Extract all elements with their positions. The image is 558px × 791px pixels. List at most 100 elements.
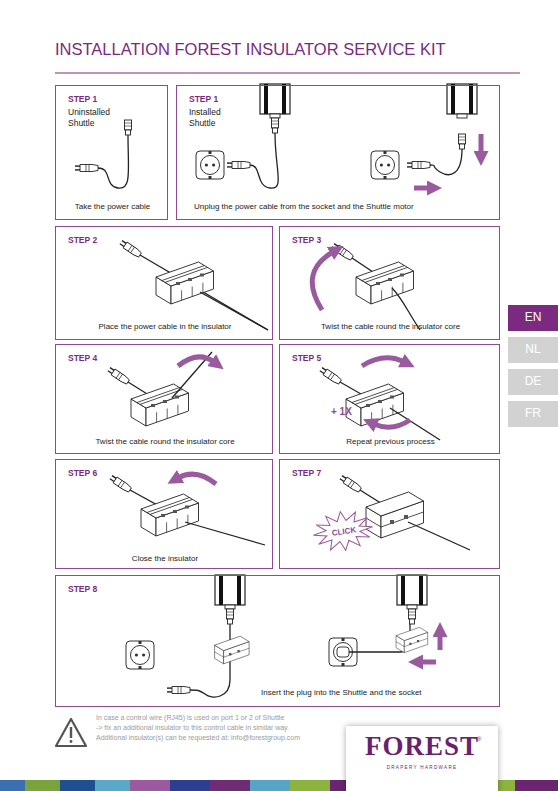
step1-installed-art	[196, 151, 224, 179]
colour-stripe	[60, 780, 95, 791]
step-panel: STEP 2 Place the power cable in the insul…	[55, 226, 273, 340]
step2-art	[119, 239, 142, 258]
step7-art	[408, 522, 470, 550]
step-heading: STEP 8	[68, 584, 148, 595]
step1-installed-art	[227, 162, 250, 169]
colour-stripe	[95, 780, 130, 791]
step-caption: Twist the cable round the insulator core	[56, 437, 274, 447]
step1-installed-art	[260, 84, 290, 118]
step-heading: STEP 1	[68, 94, 148, 105]
step7-art	[339, 474, 362, 493]
language-tab-label: EN	[508, 310, 558, 325]
brand-logo: FOREST® DRAPERY HARDWARE	[346, 726, 498, 791]
note-text: In case a control wire (RJ45) is used on…	[96, 714, 284, 722]
colour-stripe	[25, 780, 60, 791]
step-panel: STEP 5 + 1X Repeat previous process	[279, 344, 500, 454]
step8-art	[409, 609, 416, 624]
step7-art	[366, 492, 424, 538]
click-burst	[311, 507, 376, 554]
step1-installed-art	[196, 84, 481, 188]
step-heading: STEP 7	[292, 468, 372, 479]
step1-installed-art	[371, 151, 399, 179]
step1-uninstalled-art	[75, 120, 132, 188]
step6-art	[109, 474, 132, 493]
step6-art	[141, 494, 199, 536]
colour-stripe	[210, 780, 250, 791]
step-caption: Insert the plug into the Shuttle and the…	[261, 688, 491, 698]
step-panel: STEP 3 Twist the cable round the insulato…	[279, 226, 500, 340]
step1-uninstalled-art	[98, 135, 129, 188]
language-tab: FR	[508, 401, 558, 427]
step1-installed-art	[407, 162, 430, 169]
registered-mark: ®	[477, 736, 487, 744]
step5-art	[362, 358, 404, 366]
warning-icon	[56, 719, 86, 746]
step6-art	[185, 522, 265, 545]
note-text: Additional insulator(s) can be requested…	[96, 734, 300, 742]
colour-stripe	[515, 780, 558, 791]
title-rule	[55, 73, 520, 74]
colour-stripe	[0, 780, 25, 791]
repeat-count: + 1X	[331, 406, 361, 419]
colour-stripe	[250, 780, 290, 791]
step5-art	[319, 358, 440, 440]
step1-installed-art	[479, 134, 484, 154]
step8-art	[215, 575, 245, 609]
step-caption: Take the power cable	[56, 202, 169, 212]
language-tab: DE	[508, 369, 558, 395]
step-heading: STEP 4	[68, 353, 148, 364]
step2-art	[156, 262, 214, 304]
language-tab-label: NL	[508, 342, 558, 357]
language-tab: EN	[508, 305, 558, 331]
page-title: INSTALLATION FOREST INSULATOR SERVICE KI…	[55, 40, 446, 60]
step7-art	[311, 474, 470, 554]
step8-art	[438, 634, 443, 650]
language-tab: NL	[508, 337, 558, 363]
colour-stripe	[170, 780, 210, 791]
step-heading: STEP 2	[68, 235, 148, 246]
step-panel: STEP 8 Insert the plug into the Shuttle a…	[55, 575, 500, 707]
step5-art	[346, 384, 404, 426]
step8-art	[215, 636, 250, 664]
step4-art	[107, 366, 130, 385]
step8-art	[397, 575, 427, 609]
step4-art	[131, 384, 189, 426]
step4-art	[178, 357, 214, 366]
brand-name: FOREST	[346, 732, 498, 762]
step1-installed-art	[250, 133, 278, 188]
step2-art	[119, 239, 268, 330]
warning-icon	[70, 727, 72, 738]
step-panel: STEP 7 CLICK	[279, 459, 500, 569]
step3-art	[356, 262, 414, 304]
step-caption: Twist the cable round the insulator core	[280, 322, 501, 332]
step-caption: Close the insulator	[56, 554, 274, 564]
brand-tagline: DRAPERY HARDWARE	[346, 765, 498, 771]
step-panel: STEP 1Installed ShuttleUnplug the power …	[176, 85, 500, 220]
step-heading: STEP 3	[292, 235, 372, 246]
warning-icon	[56, 719, 86, 746]
step8-art	[126, 575, 440, 697]
step-caption: Place the power cable in the insulator	[56, 322, 274, 332]
step2-art	[140, 255, 268, 330]
step5-art	[319, 366, 342, 385]
step-panel: STEP 1 Uninstalled ShuttleTake the power …	[55, 85, 168, 220]
step3-art	[312, 252, 333, 310]
warning-icon	[70, 740, 73, 743]
step-caption: Repeat previous process	[280, 437, 501, 447]
step8-art	[337, 647, 349, 657]
step-heading: STEP 5	[292, 353, 372, 364]
step1-installed-art	[414, 186, 430, 191]
click-burst-text: CLICK	[323, 524, 364, 539]
step1-uninstalled-art	[125, 120, 132, 135]
step-note: Installed Shuttle	[189, 107, 239, 128]
step-note: Uninstalled Shuttle	[68, 107, 128, 128]
step1-uninstalled-art	[75, 165, 98, 172]
step-heading: STEP 6	[68, 468, 148, 479]
step3-art	[312, 242, 420, 330]
step-panel: STEP 4 Twist the cable round the insulato…	[55, 344, 273, 454]
step8-art	[396, 627, 428, 652]
language-tab-label: DE	[508, 374, 558, 389]
note-text: -> fix an additional insulator to this c…	[96, 724, 289, 732]
colour-stripe	[290, 780, 330, 791]
